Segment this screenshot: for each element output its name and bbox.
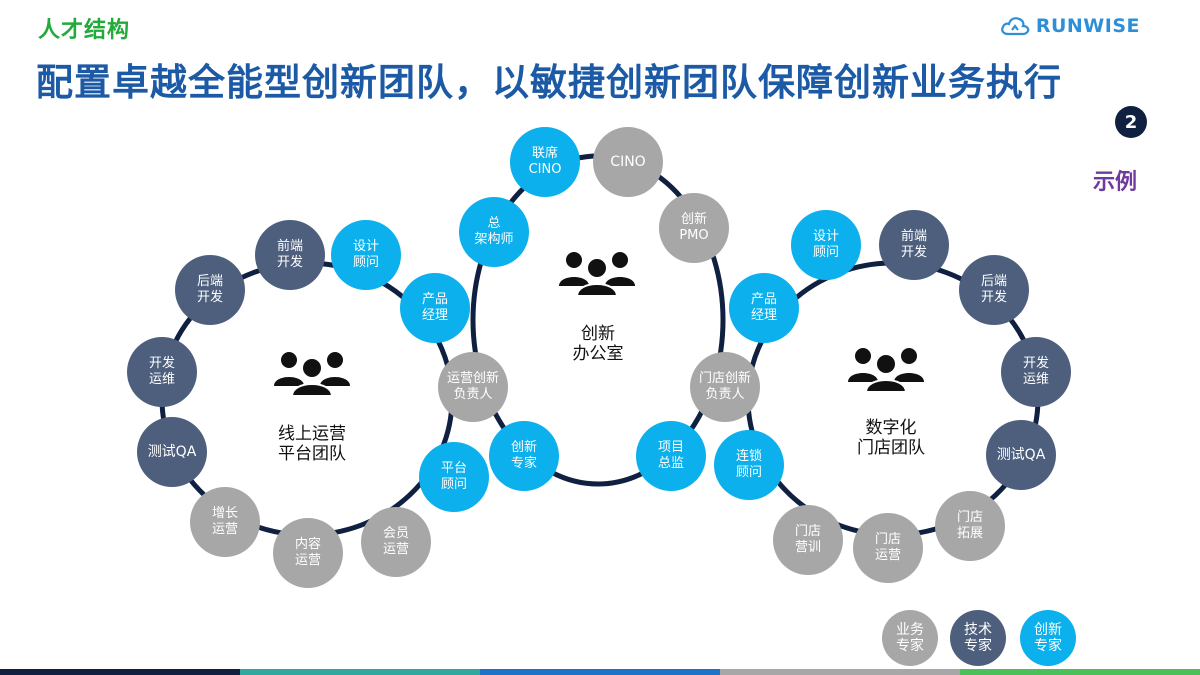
role-node-store-lead: 门店创新 负责人 xyxy=(690,352,760,422)
office-group-icon xyxy=(557,248,637,300)
number-badge: 2 xyxy=(1115,106,1147,138)
online-team-group-icon xyxy=(272,348,352,400)
role-node-office-cino-assoc: 联席 CINO xyxy=(510,127,580,197)
role-node-online-design: 设计 顾问 xyxy=(331,220,401,290)
cloud-icon xyxy=(1000,17,1030,36)
role-node-office-cino: CINO xyxy=(593,127,663,197)
store-team-label: 数字化 门店团队 xyxy=(857,418,925,458)
role-node-store-training: 门店 营训 xyxy=(773,505,843,575)
legend-tech: 技术 专家 xyxy=(950,610,1006,666)
role-node-online-dev-frontend: 前端 开发 xyxy=(255,220,325,290)
role-node-office-pmo: 创新 PMO xyxy=(659,193,729,263)
role-node-online-qa: 测试QA xyxy=(137,417,207,487)
logo-text: RUNWISE xyxy=(1035,15,1140,37)
role-node-online-member: 会员 运营 xyxy=(361,507,431,577)
role-node-online-content: 内容 运营 xyxy=(273,518,343,588)
role-node-store-qa: 测试QA xyxy=(986,420,1056,490)
role-node-online-product: 产品 经理 xyxy=(400,273,470,343)
store-team-group-icon xyxy=(846,344,926,396)
role-node-online-growth: 增长 运营 xyxy=(190,487,260,557)
role-node-online-platform: 平台 顾问 xyxy=(419,442,489,512)
role-node-store-devops: 开发 运维 xyxy=(1001,337,1071,407)
online-team-label: 线上运营 平台团队 xyxy=(278,424,346,464)
legend-business: 业务 专家 xyxy=(882,610,938,666)
role-node-store-expand: 门店 拓展 xyxy=(935,491,1005,561)
role-node-store-ops: 门店 运营 xyxy=(853,513,923,583)
legend-innovation: 创新 专家 xyxy=(1020,610,1076,666)
role-node-store-chain: 连锁 顾问 xyxy=(714,430,784,500)
role-node-office-director: 项目 总监 xyxy=(636,421,706,491)
example-label: 示例 xyxy=(1093,170,1138,195)
role-node-office-expert: 创新 专家 xyxy=(489,421,559,491)
role-node-online-lead: 运营创新 负责人 xyxy=(438,352,508,422)
role-node-store-design: 设计 顾问 xyxy=(791,210,861,280)
office-label: 创新 办公室 xyxy=(572,324,624,364)
role-node-online-backend: 后端 开发 xyxy=(175,255,245,325)
role-node-online-devops: 开发 运维 xyxy=(127,337,197,407)
runwise-logo: RUNWISE xyxy=(1000,14,1140,38)
bottom-color-bar xyxy=(0,669,1200,675)
role-node-office-architect: 总 架构师 xyxy=(459,197,529,267)
section-tag: 人才结构 xyxy=(38,18,131,43)
role-node-store-backend: 后端 开发 xyxy=(959,255,1029,325)
role-node-store-product: 产品 经理 xyxy=(729,273,799,343)
role-node-store-frontend: 前端 开发 xyxy=(879,210,949,280)
page-title: 配置卓越全能型创新团队，以敏捷创新团队保障创新业务执行 xyxy=(36,61,1062,104)
